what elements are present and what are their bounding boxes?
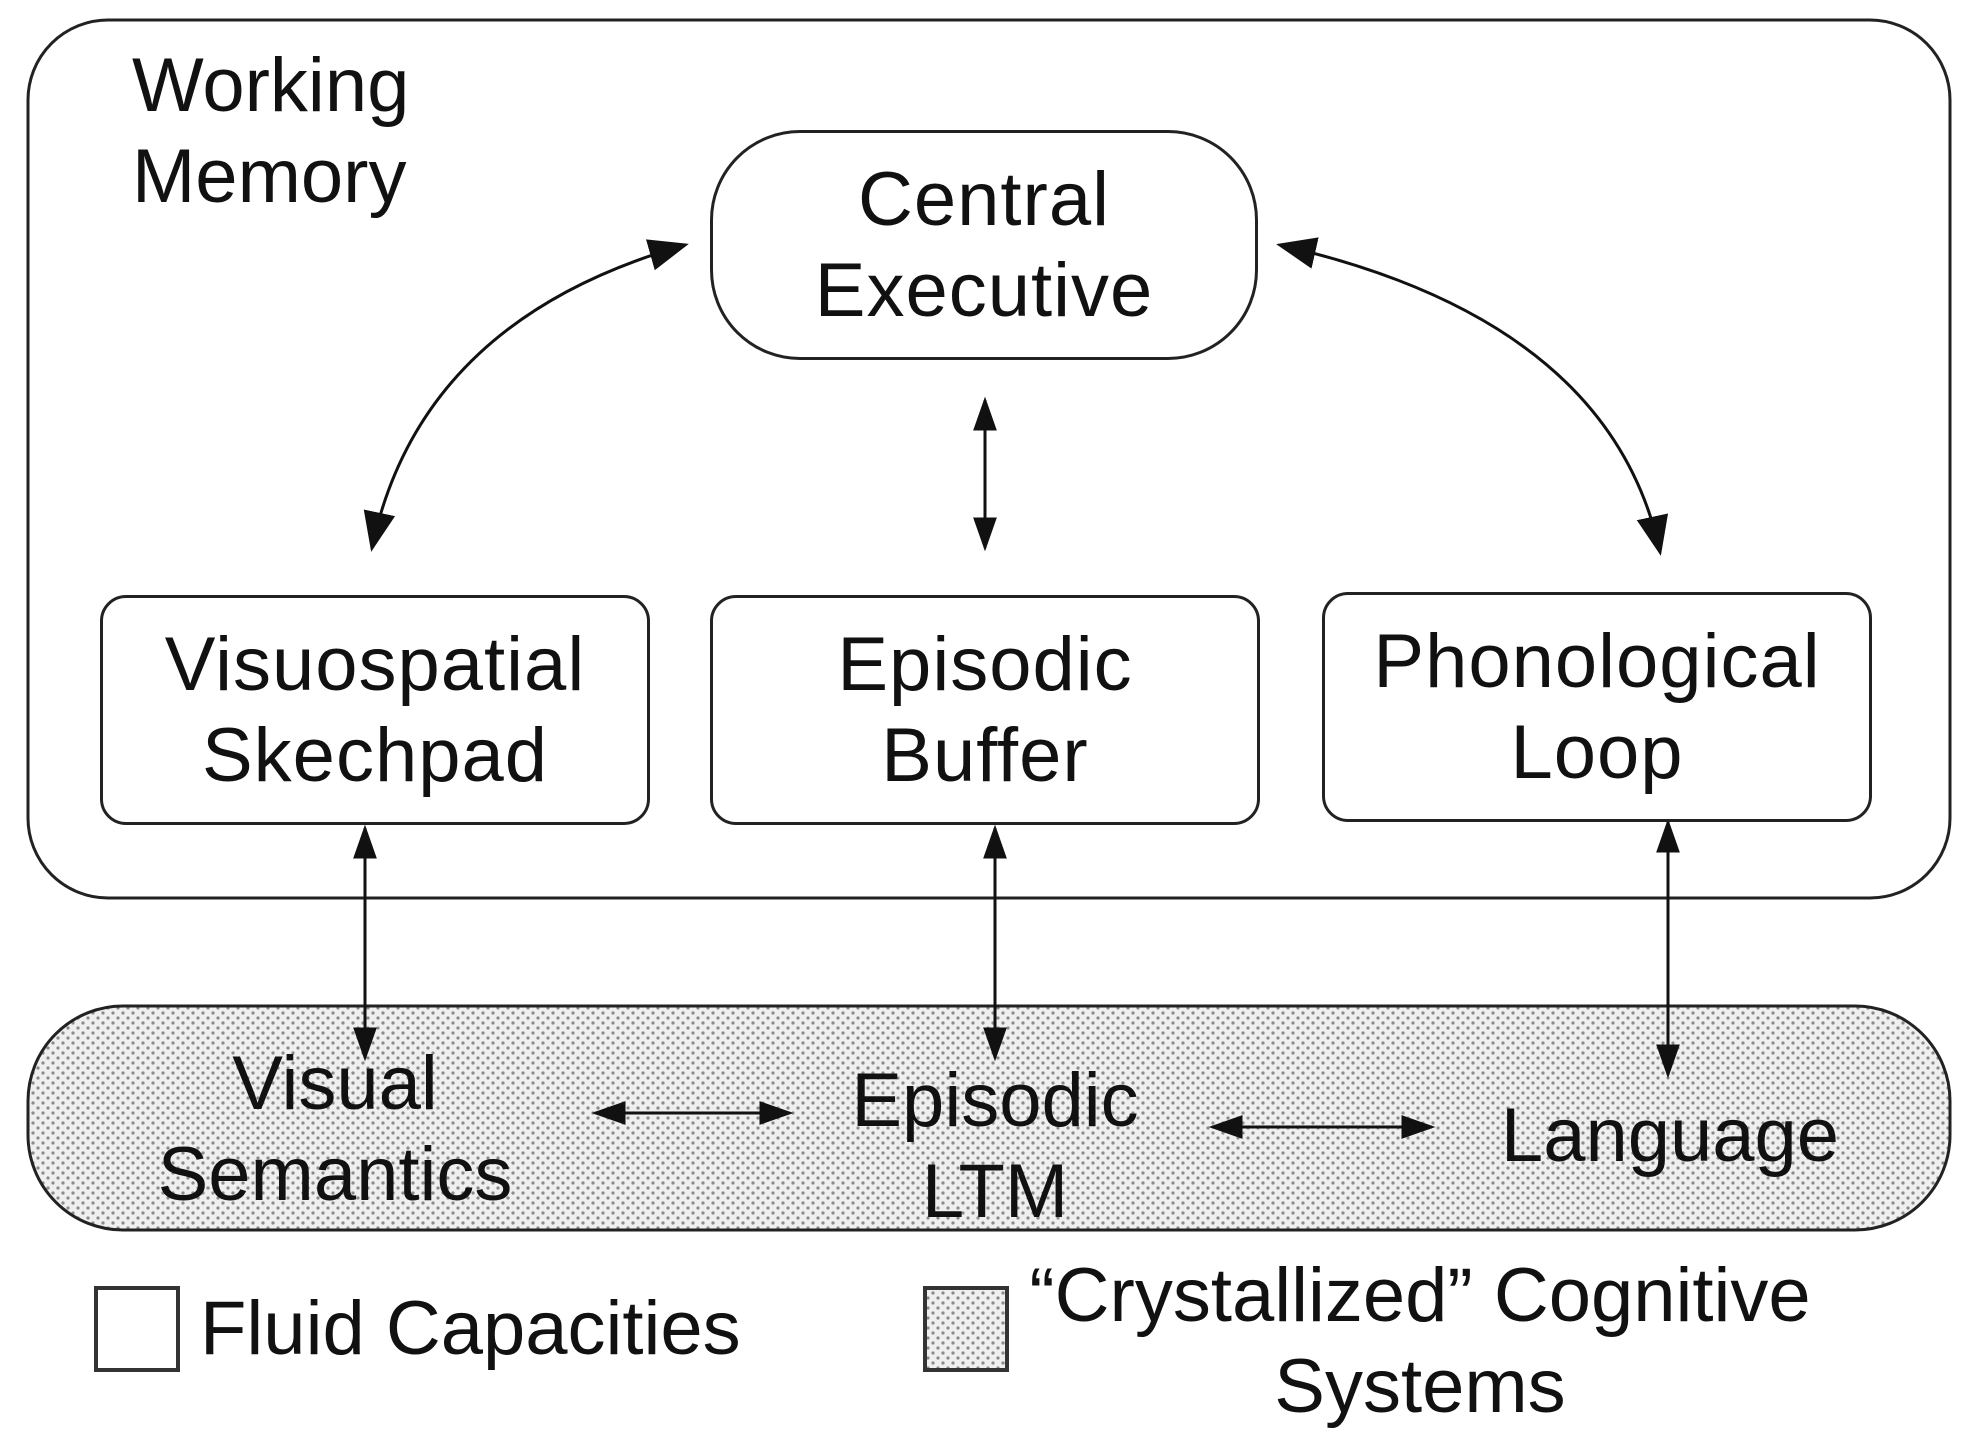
arrow-central-to-visuospatial — [363, 239, 689, 552]
visuospatial-line1: Visuospatial — [164, 622, 586, 707]
phonological-loop-box: Phonological Loop — [1322, 592, 1872, 822]
arrow-central-to-phonological — [1276, 237, 1669, 556]
episodic-ltm-line2: LTM — [921, 1149, 1069, 1234]
working-memory-label: Working Memory — [132, 40, 409, 222]
phonological-loop-line2: Loop — [1510, 710, 1684, 795]
episodic-ltm-line1: Episodic — [851, 1058, 1139, 1143]
working-memory-label-line2: Memory — [132, 134, 407, 219]
visuospatial-box: Visuospatial Skechpad — [100, 595, 650, 825]
episodic-buffer-box: Episodic Buffer — [710, 595, 1260, 825]
legend-fluid-swatch — [94, 1286, 180, 1372]
working-memory-label-line1: Working — [132, 43, 410, 128]
legend-crystallized-swatch — [923, 1286, 1009, 1372]
legend-crystallized-label: “Crystallized” Cognitive Systems — [1020, 1250, 1820, 1432]
legend-fluid-label: Fluid Capacities — [200, 1283, 741, 1374]
visual-semantics-label: Visual Semantics — [130, 1038, 540, 1220]
legend-crystallized-line1: “Crystallized” Cognitive — [1029, 1253, 1811, 1338]
episodic-ltm-label: Episodic LTM — [820, 1055, 1170, 1237]
central-executive-box: Central Executive — [710, 130, 1258, 360]
episodic-buffer-line1: Episodic — [837, 622, 1133, 707]
central-executive-line2: Executive — [814, 248, 1154, 333]
visual-semantics-line1: Visual — [232, 1041, 438, 1126]
visual-semantics-line2: Semantics — [157, 1132, 513, 1217]
legend-fluid-text: Fluid Capacities — [200, 1286, 741, 1371]
episodic-buffer-line2: Buffer — [881, 713, 1089, 798]
language-line1: Language — [1500, 1093, 1840, 1178]
legend-crystallized-line2: Systems — [1274, 1344, 1566, 1429]
phonological-loop-line1: Phonological — [1373, 619, 1821, 704]
language-label: Language — [1470, 1090, 1870, 1181]
central-executive-line1: Central — [858, 157, 1110, 242]
visuospatial-line2: Skechpad — [201, 713, 549, 798]
